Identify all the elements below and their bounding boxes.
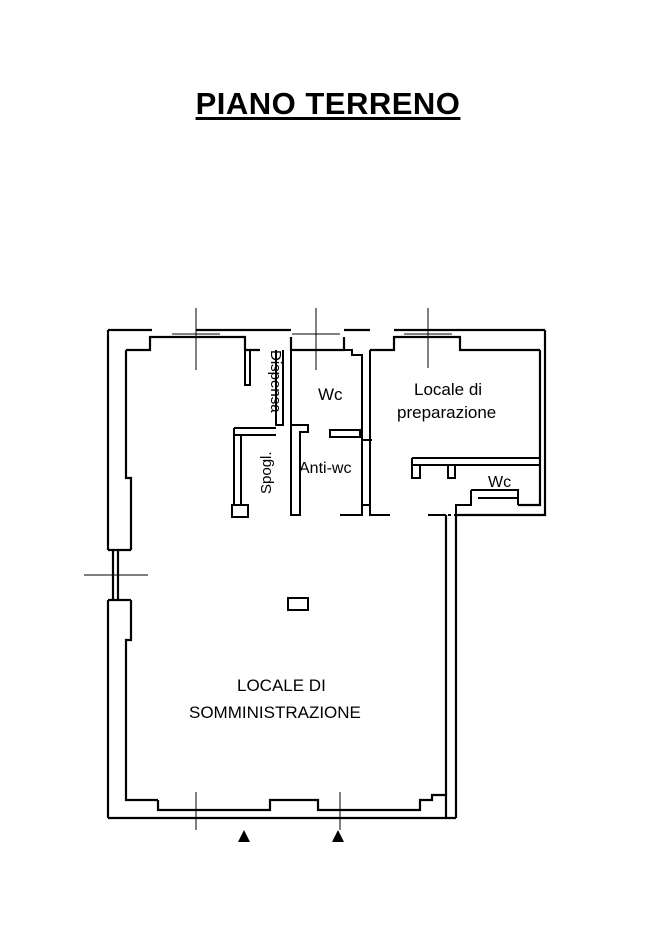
label-wc-2: Wc <box>488 474 511 491</box>
outer-walls <box>106 328 547 820</box>
label-main-line2: SOMMINISTRAZIONE <box>189 703 361 722</box>
label-main-line1: LOCALE DI <box>237 676 326 695</box>
plan-title: PIANO TERRENO <box>195 86 461 121</box>
entrance-arrow-left <box>238 830 250 842</box>
label-anti-wc: Anti-wc <box>299 460 351 477</box>
label-dispensa: Dispensa <box>267 350 284 413</box>
label-spogl: Spogl. <box>258 451 275 494</box>
fixture-symbol <box>287 597 309 611</box>
window-markers <box>84 308 452 830</box>
label-wc-1: Wc <box>318 385 343 404</box>
label-locale-prep-line2: preparazione <box>397 403 496 422</box>
interior-walls <box>231 349 540 518</box>
label-locale-prep-line1: Locale di <box>414 380 482 399</box>
entrance-arrow-right <box>332 830 344 842</box>
